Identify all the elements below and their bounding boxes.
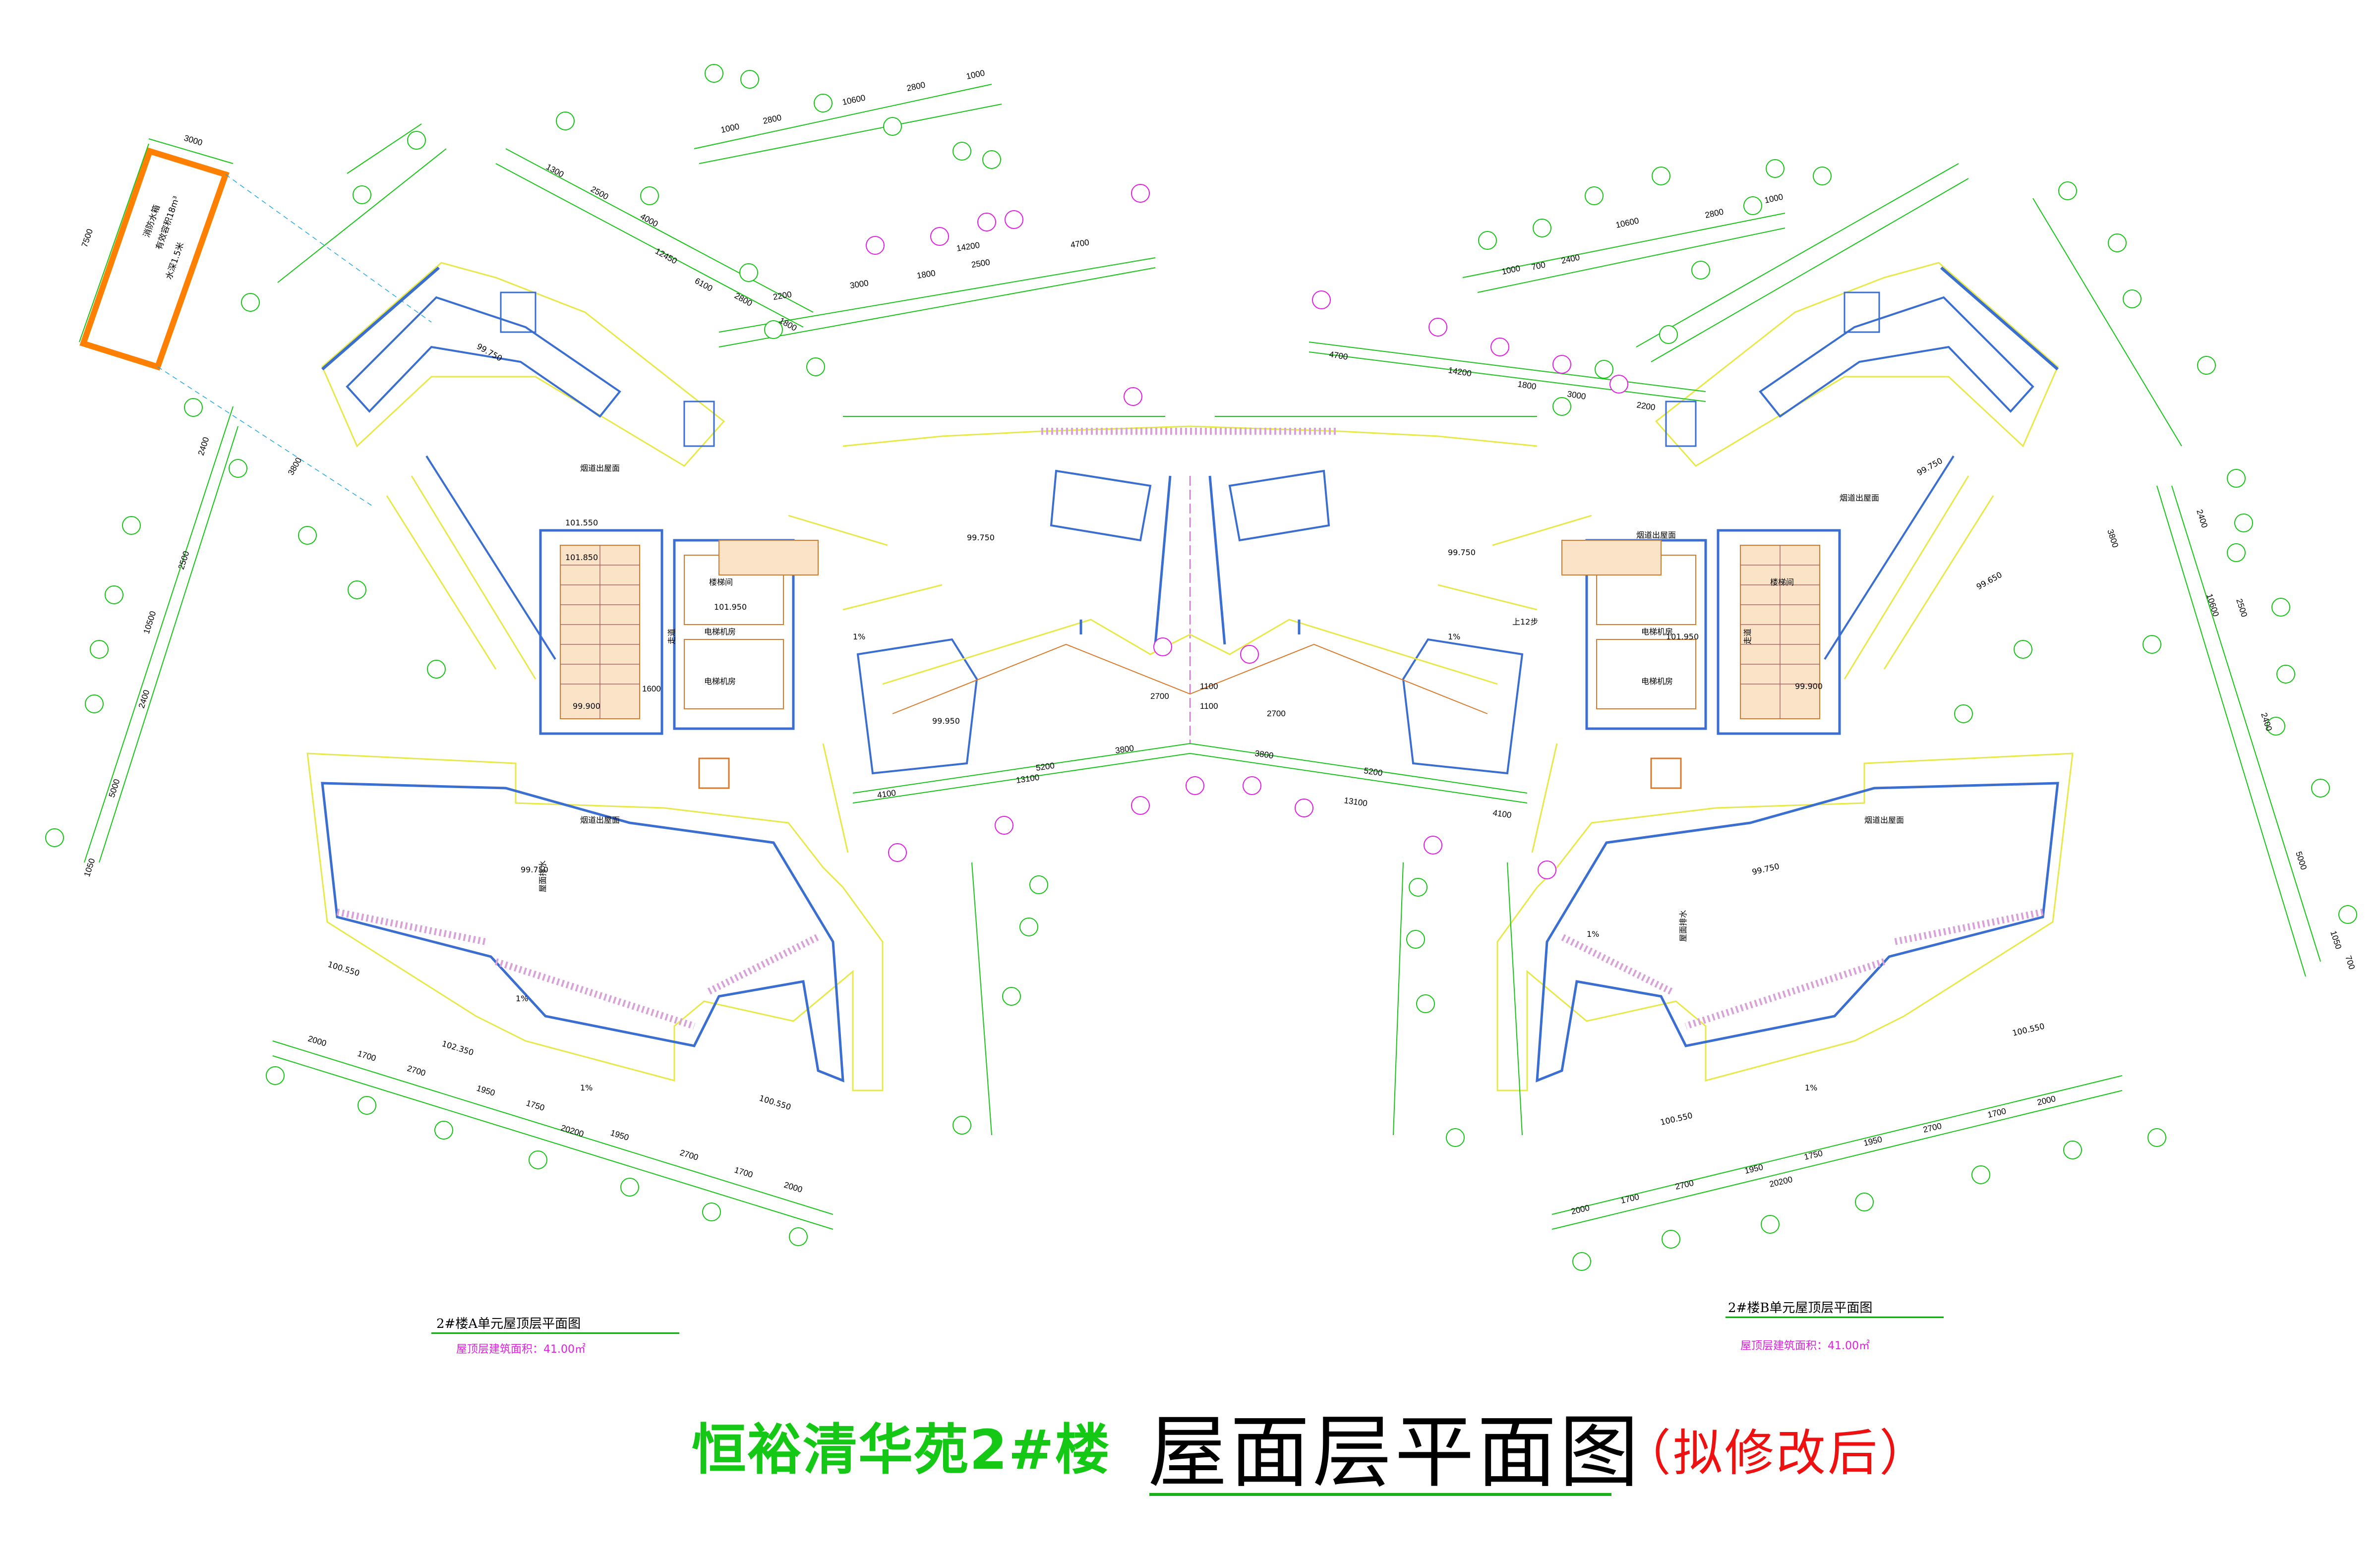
tank-length-dim: 7500 xyxy=(80,228,95,248)
dimension-lines xyxy=(84,84,2321,1230)
unit-a-plan xyxy=(306,262,978,1091)
axis-bubbles-center xyxy=(866,184,1628,879)
drawing-title-underline xyxy=(1149,1493,1611,1496)
unit-b-plan xyxy=(1402,262,2074,1091)
caption-unit-a-title: 2#楼A单元屋顶层平面图 xyxy=(436,1317,581,1331)
drawing-title-project: 恒裕清华苑2#楼 xyxy=(692,1418,1111,1482)
caption-unit-a-area: 屋顶层建筑面积：41.00㎡ xyxy=(456,1343,586,1356)
caption-unit-b-underline xyxy=(1726,1317,1944,1318)
caption-unit-b-area: 屋顶层建筑面积：41.00㎡ xyxy=(1740,1340,1870,1352)
tank-width-dim: 3000 xyxy=(183,133,204,148)
drawing-title-note: （拟修改后） xyxy=(1621,1424,1931,1482)
drawing-title-main: 屋面层平面图 xyxy=(1148,1406,1642,1498)
central-connector xyxy=(842,425,1538,744)
caption-unit-a-underline xyxy=(431,1332,679,1334)
tank-label-3: 水深1.5米 xyxy=(164,241,186,281)
axis-bubbles xyxy=(45,64,2357,1271)
caption-unit-b-title: 2#楼B单元屋顶层平面图 xyxy=(1728,1301,1873,1316)
